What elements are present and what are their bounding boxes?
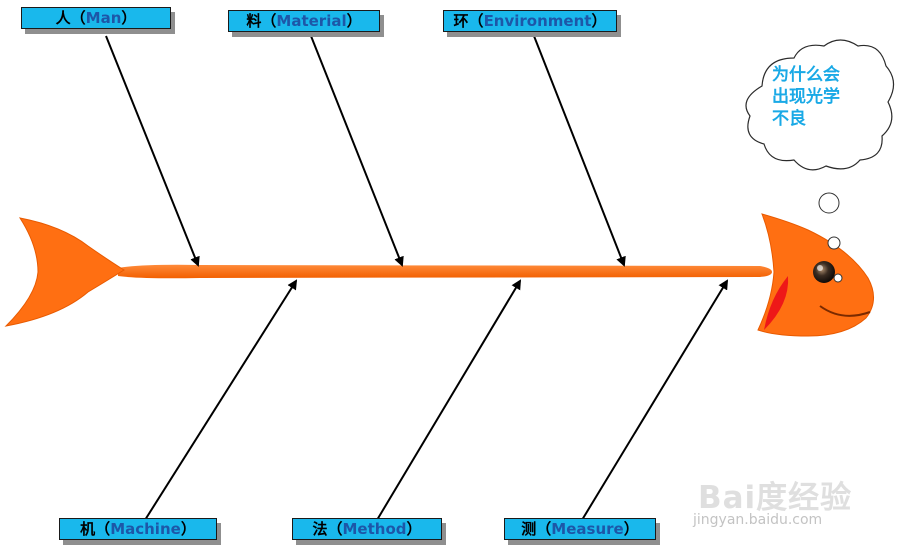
bone-measure-arrow: [581, 279, 729, 521]
fish-mouth: [819, 305, 871, 317]
thought-cloud-icon: [745, 39, 895, 171]
thought-bubble-small: [833, 273, 843, 283]
thought-line-2: 出现光学: [772, 87, 840, 107]
cause-environment-en: Environment: [483, 12, 592, 30]
fish-eye-icon: [813, 261, 835, 283]
bone-man-arrow: [105, 35, 200, 267]
thought-bubble-large: [818, 192, 840, 214]
cause-measure-en: Measure: [551, 520, 624, 538]
cause-label-environment: 环（Environment）: [443, 10, 617, 32]
thought-line-3: 不良: [772, 109, 806, 129]
cause-method-en: Method: [342, 520, 407, 538]
cause-machine-en: Machine: [110, 520, 181, 538]
cause-machine-zh: 机: [80, 520, 96, 538]
cause-label-measure: 测（Measure）: [504, 518, 656, 540]
bone-environment-arrow: [533, 35, 626, 267]
bone-material-arrow: [310, 35, 404, 267]
cause-label-man: 人（Man）: [21, 7, 171, 29]
cause-man-zh: 人: [55, 9, 71, 27]
bone-machine-arrow: [144, 279, 298, 521]
fish-tail-icon: [4, 217, 125, 327]
cause-label-material: 料（Material）: [228, 10, 380, 32]
cause-material-en: Material: [276, 12, 347, 30]
fish-head-icon: [757, 213, 874, 337]
cause-environment-zh: 环: [453, 12, 469, 30]
cause-method-zh: 法: [312, 520, 328, 538]
thought-line-1: 为什么会: [772, 65, 840, 85]
fish-spine: [118, 264, 772, 279]
watermark-logo: Bai度经验: [698, 480, 853, 516]
cause-man-en: Man: [85, 9, 122, 27]
cause-label-machine: 机（Machine）: [59, 518, 217, 540]
cause-measure-zh: 测: [521, 520, 537, 538]
thought-question: 为什么会 出现光学 不良: [772, 64, 858, 130]
fish-gill: [764, 276, 789, 330]
thought-bubble-medium: [827, 236, 841, 250]
watermark-url: jingyan.baidu.com: [693, 512, 823, 528]
cause-label-method: 法（Method）: [292, 518, 442, 540]
cause-material-zh: 料: [246, 12, 262, 30]
bone-method-arrow: [376, 279, 522, 521]
